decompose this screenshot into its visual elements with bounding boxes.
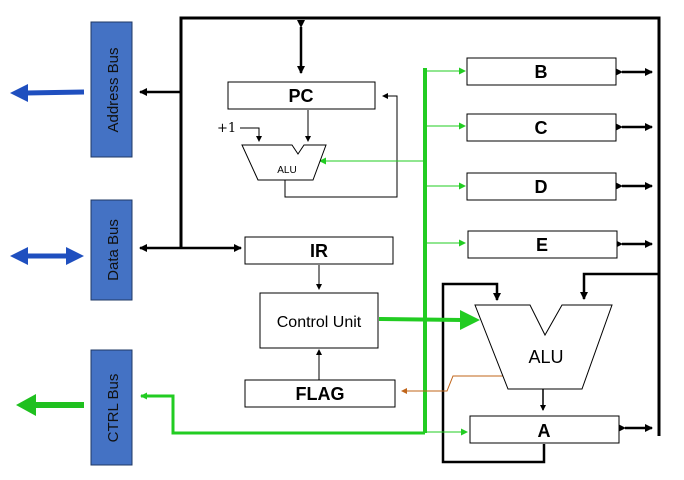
internal-green-control-bus	[140, 67, 480, 436]
data-bus-label: Data Bus	[105, 219, 122, 281]
register-c: C	[466, 113, 617, 142]
address-bus: Address Bus	[90, 21, 133, 158]
ctrl-bus-out-arrow	[16, 394, 84, 416]
ctrl-bus-label: CTRL Bus	[105, 374, 122, 443]
register-a: A	[469, 415, 620, 444]
register-d-label: D	[535, 177, 548, 197]
register-b-label: B	[535, 62, 548, 82]
data-bus: Data Bus	[90, 199, 133, 301]
ctrl-bus: CTRL Bus	[90, 349, 133, 466]
main-alu-label: ALU	[528, 347, 563, 367]
main-alu: ALU	[474, 304, 613, 390]
address-bus-label: Address Bus	[105, 47, 122, 132]
register-e-label: E	[536, 235, 548, 255]
ir-register: IR	[244, 236, 394, 265]
register-e: E	[467, 230, 618, 259]
small-alu-label: ALU	[277, 165, 296, 176]
register-a-label: A	[538, 421, 551, 441]
alu-flag-line	[401, 375, 514, 394]
register-d: D	[466, 172, 617, 201]
data-bus-bidirectional-arrow	[10, 247, 84, 265]
flag-label: FLAG	[296, 384, 345, 404]
ir-label: IR	[310, 241, 328, 261]
increment-label: +1	[217, 121, 236, 136]
address-bus-out-arrow	[10, 84, 85, 102]
register-b: B	[466, 57, 617, 86]
control-unit: Control Unit	[259, 292, 379, 349]
internal-black-bus	[139, 16, 661, 464]
pc-register: PC	[227, 81, 376, 110]
flag-register: FLAG	[244, 379, 396, 408]
control-unit-label: Control Unit	[277, 314, 362, 331]
register-c-label: C	[535, 118, 548, 138]
pc-incrementer-alu: ALU +1	[217, 121, 327, 181]
pc-label: PC	[288, 86, 313, 106]
